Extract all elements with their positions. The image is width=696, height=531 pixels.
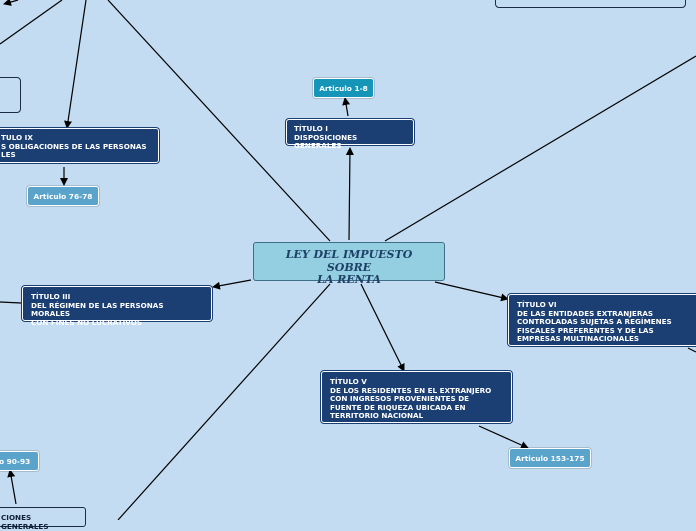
articulo-76-78[interactable]: Articulo 76-78 bbox=[27, 186, 99, 206]
partial-node-left[interactable] bbox=[0, 77, 21, 113]
articulo-1-8[interactable]: Articulo 1-8 bbox=[313, 78, 374, 98]
titulo-vi-line-3: CONTROLADAS SUJETAS A REGÍMENES bbox=[517, 317, 672, 327]
disposiciones-generales-bottom-node[interactable]: CIONES GENERALES bbox=[0, 507, 86, 530]
titulo-ix-line-2: S OBLIGACIONES DE LAS PERSONAS bbox=[1, 141, 147, 151]
titulo-i-line-2: DISPOSICIONES GENERALES bbox=[294, 132, 358, 151]
central-line-2: LA RENTA bbox=[317, 273, 381, 286]
titulo-i-line-1: TÍTULO I bbox=[294, 124, 328, 133]
link-titulo-i-articulo bbox=[342, 97, 351, 117]
titulo-iii-line-1: TÍTULO III bbox=[31, 292, 71, 301]
titulo-i-node[interactable]: TÍTULO I DISPOSICIONES GENERALES bbox=[286, 119, 414, 150]
partial-node-topright[interactable] bbox=[495, 0, 686, 8]
link-central-titulo-v bbox=[360, 283, 405, 372]
link-central-bottomleft bbox=[117, 283, 331, 520]
articulo-1-8-label: Articulo 1-8 bbox=[319, 84, 368, 93]
disposiciones-generales-bottom-label: CIONES GENERALES bbox=[1, 513, 49, 531]
titulo-v-line-1: TÍTULO V bbox=[330, 377, 367, 386]
titulo-iii-node[interactable]: TÍTULO III DEL RÉGIMEN DE LAS PERSONAS M… bbox=[22, 286, 212, 326]
titulo-vi-line-5: EMPRESAS MULTINACIONALES bbox=[517, 334, 640, 344]
link-titulo-v-articulo bbox=[478, 425, 529, 449]
link-central-titulo-i bbox=[345, 147, 354, 241]
central-node[interactable]: LEY DEL IMPUESTO SOBRE LA RENTA bbox=[253, 242, 445, 286]
link-central-titulo-vi bbox=[434, 281, 509, 302]
link-central-titulo-iii bbox=[212, 279, 252, 290]
central-line-1: LEY DEL IMPUESTO SOBRE bbox=[285, 248, 413, 274]
link-central-topleft bbox=[107, 0, 331, 242]
link-topleft-titulo-ix bbox=[64, 0, 87, 129]
titulo-ix-line-1: TULO IX bbox=[1, 133, 33, 142]
link-topleft-diagonal bbox=[0, 0, 63, 45]
link-titulo-vi-offscreen bbox=[687, 347, 696, 353]
link-titulo-iii-offscreen bbox=[0, 301, 22, 304]
titulo-v-node[interactable]: TÍTULO V DE LOS RESIDENTES EN EL EXTRANJ… bbox=[321, 371, 512, 423]
titulo-vi-line-2: DE LAS ENTIDADES EXTRANJERAS bbox=[517, 308, 654, 318]
titulo-ix-line-3: LES bbox=[1, 150, 16, 160]
articulo-76-78-label: Articulo 76-78 bbox=[33, 192, 93, 201]
titulo-v-line-3: CON INGRESOS PROVENIENTES DE bbox=[330, 394, 470, 404]
articulo-90-93-label: o 90-93 bbox=[0, 457, 31, 466]
titulo-vi-line-4: FISCALES PREFERENTES Y DE LAS bbox=[517, 325, 654, 335]
titulo-iii-line-2: DEL RÉGIMEN DE LAS PERSONAS MORALES bbox=[31, 300, 164, 319]
titulo-ix-node[interactable]: TULO IX S OBLIGACIONES DE LAS PERSONAS L… bbox=[0, 128, 159, 163]
titulo-v-line-2: DE LOS RESIDENTES EN EL EXTRANJERO bbox=[330, 385, 492, 395]
titulo-vi-node[interactable]: TÍTULO VI DE LAS ENTIDADES EXTRANJERAS C… bbox=[508, 294, 696, 346]
articulo-153-175[interactable]: Articulo 153-175 bbox=[509, 448, 591, 468]
articulo-90-93[interactable]: o 90-93 bbox=[0, 451, 39, 471]
link-central-topright bbox=[384, 55, 696, 242]
link-bottomleft-articulo bbox=[7, 469, 17, 505]
titulo-v-line-4: FUENTE DE RIQUEZA UBICADA EN bbox=[330, 402, 466, 412]
titulo-v-line-5: TERRITORIO NACIONAL bbox=[330, 411, 424, 421]
link-topleft-arrow bbox=[3, 0, 19, 6]
titulo-vi-line-1: TÍTULO VI bbox=[517, 300, 557, 309]
articulo-153-175-label: Articulo 153-175 bbox=[515, 454, 585, 463]
titulo-iii-line-3: CON FINES NO LUCRATIVOS bbox=[31, 317, 142, 327]
connector-lines bbox=[0, 0, 696, 520]
